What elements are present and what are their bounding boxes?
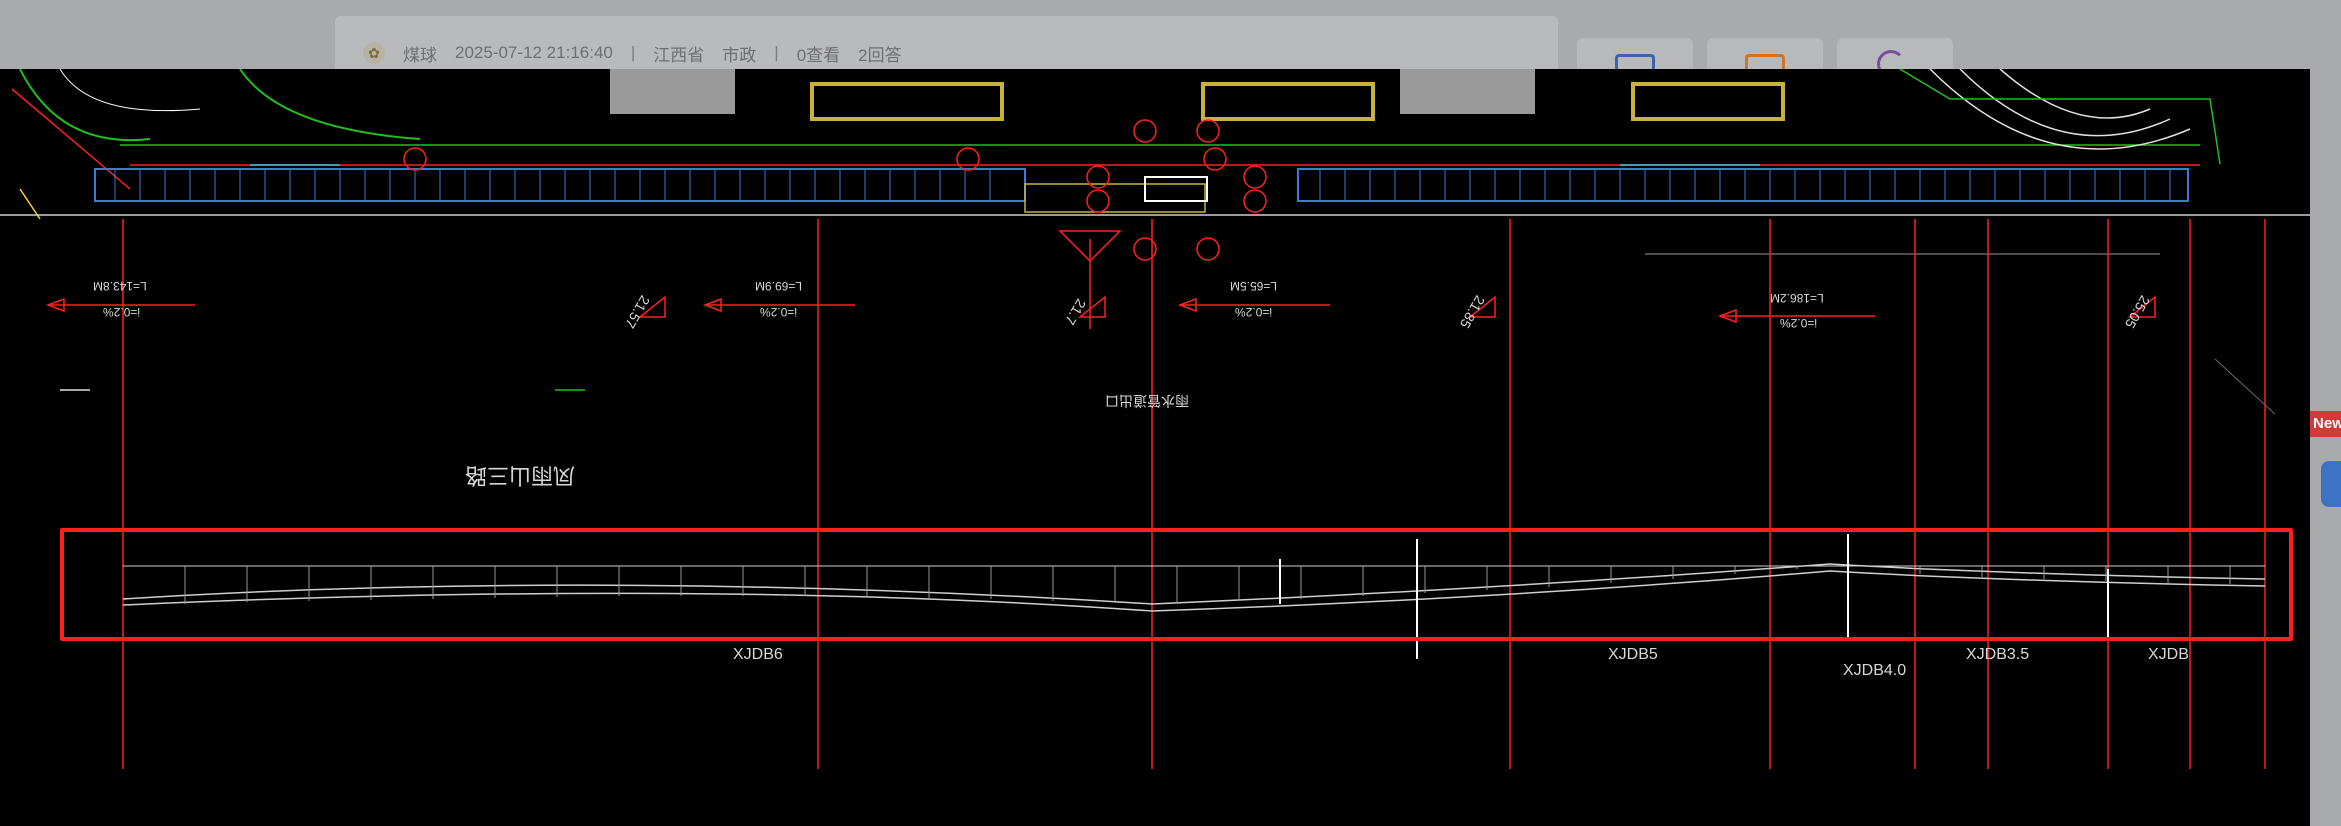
post-meta: ✿ 煤球 2025-07-12 21:16:40 | 江西省 市政 | 0查看 …: [363, 40, 902, 66]
segment-length: L=143.8M: [93, 279, 147, 293]
station-label: XJDB4.0: [1843, 662, 1907, 679]
author-avatar-icon[interactable]: ✿: [363, 42, 385, 64]
highlight-annotation-box: [60, 528, 2293, 641]
side-panel-tab[interactable]: [2321, 461, 2341, 507]
station-label: XJDB3.5: [1966, 646, 2030, 663]
square-icon: [1615, 54, 1655, 79]
station-label: XJDB6: [733, 646, 783, 663]
post-category[interactable]: 市政: [722, 45, 757, 65]
segment-slope: i=0.2%: [1780, 316, 1818, 330]
cad-drawing-svg: [0, 69, 2310, 769]
right-edge-panel: [2310, 69, 2341, 826]
meta-separator: |: [774, 43, 779, 62]
segment-length: L=65.5M: [1230, 279, 1278, 293]
post-province[interactable]: 江西省: [653, 45, 705, 65]
outlet-note-label: 雨水管道出口: [1105, 393, 1189, 409]
station-label: XJDB5: [1608, 646, 1658, 663]
view-count: 0查看: [796, 45, 841, 65]
cad-drawing-image: L=143.8M i=0.2% L=69.9M i=0.2% L=65.5M i…: [0, 69, 2310, 826]
segment-slope: i=0.2%: [103, 305, 141, 319]
segment-length: L=69.9M: [755, 279, 803, 293]
station-label: XJDB: [2148, 646, 2189, 663]
new-badge[interactable]: New: [2310, 411, 2341, 437]
road-name-label: 凤雨山三路: [465, 463, 576, 488]
segment-length: L=186.2M: [1770, 291, 1824, 305]
segment-slope: i=0.2%: [1235, 305, 1273, 319]
answer-count: 2回答: [858, 45, 902, 65]
segment-slope: i=0.2%: [760, 305, 798, 319]
post-timestamp: 2025-07-12 21:16:40: [455, 43, 613, 62]
author-name[interactable]: 煤球: [403, 45, 437, 65]
meta-separator: |: [630, 43, 636, 62]
square-icon: [1745, 54, 1785, 79]
